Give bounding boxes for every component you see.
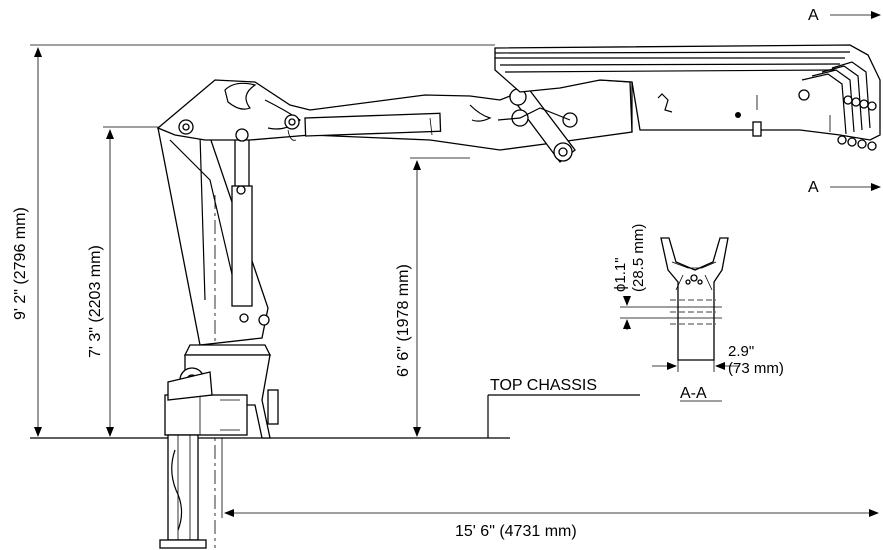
section-width-inch: 2.9" — [728, 343, 754, 360]
section-marker-label-bottom: A — [808, 179, 819, 196]
boom-height-dimension — [410, 157, 470, 437]
section-aa-title: A-A — [680, 385, 707, 402]
section-aa-detail: A-A 2.9" (73 mm) ϕ1.1" (28.5 mm) — [612, 224, 784, 402]
reach-label: 15' 6" (4731 mm) — [455, 523, 577, 540]
ground-lines — [30, 394, 640, 439]
crane-column — [157, 107, 279, 549]
max-height-label: 9' 2" (2796 mm) — [12, 207, 29, 320]
section-width-mm: (73 mm) — [728, 360, 784, 377]
boom-linkage — [497, 87, 578, 163]
section-pin-diameter-inch: ϕ1.1" — [612, 257, 629, 292]
reach-dimension — [221, 438, 879, 518]
section-marker-bottom: A — [808, 179, 881, 196]
section-pin-diameter-mm: (28.5 mm) — [630, 224, 647, 292]
pivot-height-dimension — [103, 126, 160, 437]
extension-booms — [494, 44, 881, 151]
top-chassis-label: TOP CHASSIS — [490, 377, 597, 394]
pivot-height-label: 7' 3" (2203 mm) — [87, 245, 104, 358]
boom-height-label: 6' 6" (1978 mm) — [395, 264, 412, 377]
section-marker-label-top: A — [808, 7, 819, 24]
max-height-dimension — [30, 44, 495, 437]
section-marker-top: A — [808, 7, 881, 24]
